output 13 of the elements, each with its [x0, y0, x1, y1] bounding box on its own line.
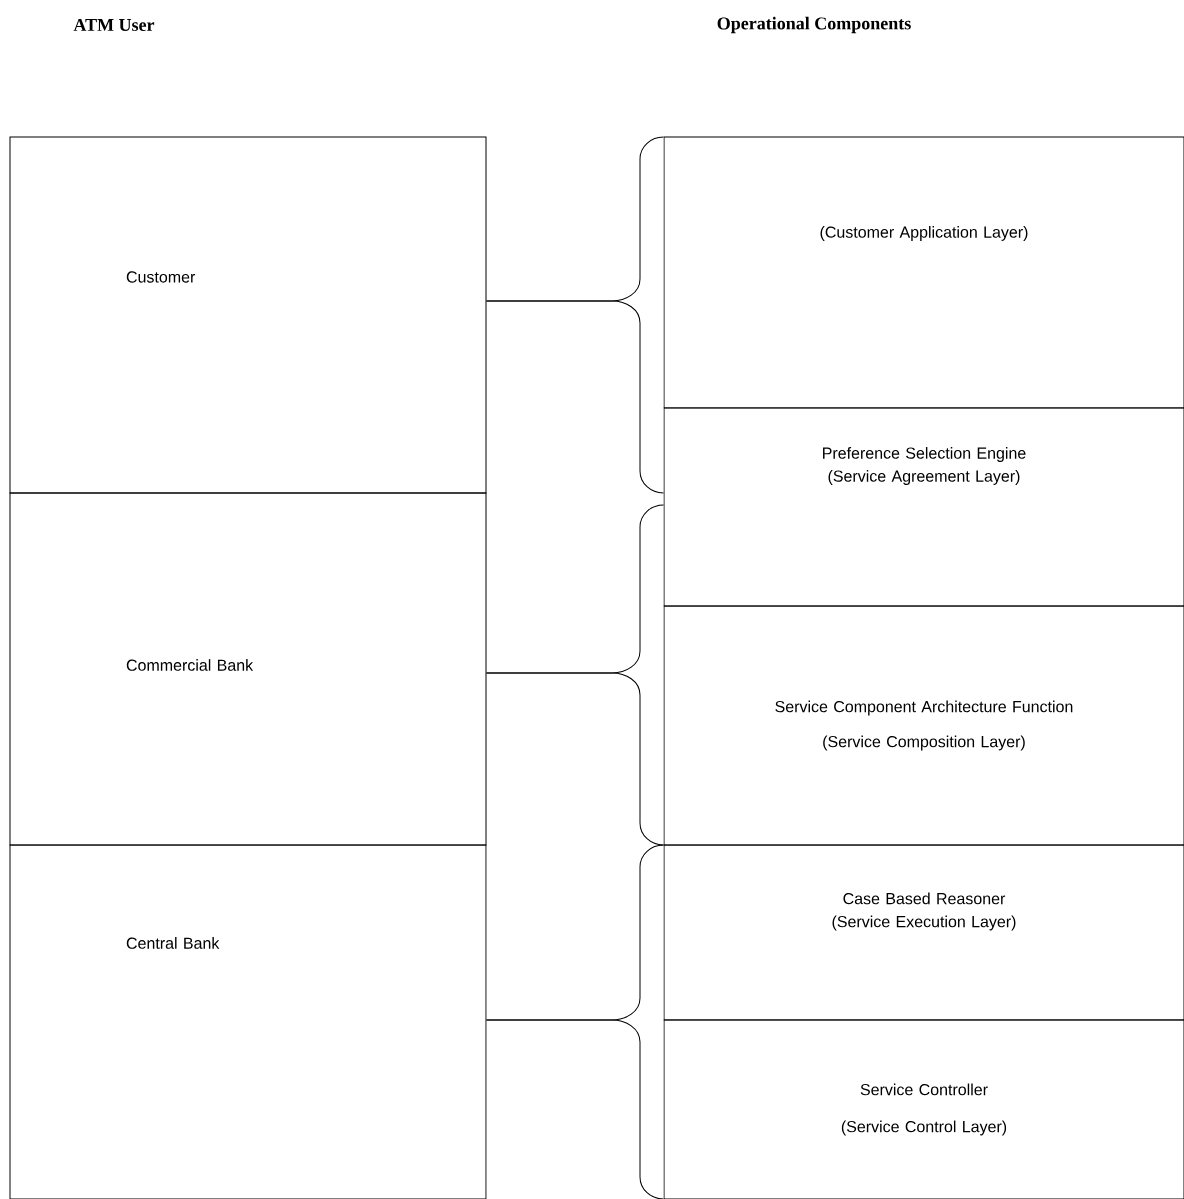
layer-box: Service Component Architecture Function (Service Composition Layer) — [663, 605, 1184, 846]
layer-box: Service Controller (Service Control Layer) — [663, 1019, 1184, 1199]
layer-box: (Customer Application Layer) — [663, 136, 1184, 409]
layer-box: Customer — [9, 136, 487, 494]
layer-box: Commercial Bank — [9, 492, 487, 846]
layer-box: Central Bank — [9, 844, 487, 1199]
layer-box: Case Based Reasoner (Service Execution Layer) — [663, 844, 1184, 1021]
brace-connector — [486, 1019, 664, 1199]
brace-connector — [486, 300, 664, 494]
layer-box: Preference Selection Engine (Service Agreement Layer) — [663, 407, 1184, 607]
column-heading: ATM User — [73, 18, 155, 31]
column-heading: Operational Components — [717, 16, 911, 34]
brace-connector — [486, 672, 664, 846]
